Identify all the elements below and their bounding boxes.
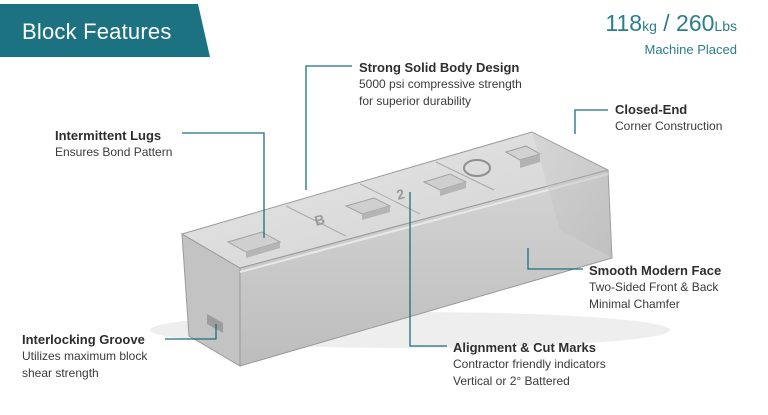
weight-kg-value: 118 — [605, 10, 643, 36]
callout-title: Intermittent Lugs — [55, 128, 162, 143]
interlocking-groove-notch — [207, 314, 223, 333]
intermittent-lug — [226, 231, 282, 258]
weight-kg-unit: kg — [642, 18, 657, 34]
callout-title: Smooth Modern Face — [589, 263, 722, 278]
callout-title: Interlocking Groove — [22, 332, 145, 347]
block-marking-b: B — [313, 211, 327, 229]
callout-title: Closed-End — [615, 102, 688, 117]
callout-description: Corner Construction — [615, 119, 723, 133]
callout-description: Two-Sided Front & Back — [589, 280, 719, 294]
callout-description: for superior durability — [359, 94, 472, 108]
weight-value: 118kg / 260Lbs — [605, 10, 737, 39]
callout-interlocking-groove: Interlocking Groove Utilizes maximum blo… — [22, 331, 147, 382]
block-chamfer-edge — [239, 173, 609, 273]
intermittent-lug — [422, 173, 468, 196]
block-marking-2: 2 — [395, 185, 407, 203]
leader-closed-end — [574, 109, 608, 134]
header-band: Block Features — [0, 4, 210, 57]
leader-interlocking-groove — [165, 324, 217, 340]
closed-end-lug — [504, 145, 542, 168]
leader-strong-solid-body — [305, 65, 352, 190]
callout-description: Utilizes maximum block — [22, 349, 148, 363]
callout-description: Ensures Bond Pattern — [55, 145, 173, 159]
header-band-shape — [0, 4, 210, 57]
callout-description: 5000 psi compressive strength — [359, 77, 522, 91]
callout-description: Minimal Chamfer — [589, 297, 680, 311]
callout-closed-end: Closed-End Corner Construction — [615, 101, 722, 135]
callout-smooth-modern-face: Smooth Modern Face Two-Sided Front & Bac… — [589, 262, 721, 313]
intermittent-lug — [344, 197, 392, 220]
callout-description: Contractor friendly indicators — [453, 357, 606, 371]
callout-leaders — [165, 65, 608, 347]
callout-title: Alignment & Cut Marks — [453, 340, 597, 355]
callout-intermittent-lugs: Intermittent Lugs Ensures Bond Pattern — [55, 127, 172, 161]
brand-logo-mark — [463, 159, 491, 177]
block-right-end — [532, 132, 612, 258]
weight-lbs-value: 260 — [676, 10, 715, 36]
weight-separator: / — [656, 10, 677, 36]
leader-smooth-modern-face — [527, 248, 583, 270]
callout-strong-solid-body: Strong Solid Body Design 5000 psi compre… — [359, 59, 522, 110]
callout-alignment-cut-marks: Alignment & Cut Marks Contractor friendl… — [453, 339, 606, 390]
callout-title: Strong Solid Body Design — [359, 60, 520, 75]
weight-spec: 118kg / 260Lbs Machine Placed — [605, 10, 737, 57]
page-title: Block Features — [22, 19, 172, 44]
leader-alignment-cut-marks — [409, 192, 447, 347]
callout-description: shear strength — [22, 366, 99, 380]
callout-description: Vertical or 2° Battered — [453, 374, 570, 388]
leader-intermittent-lugs — [182, 132, 265, 238]
weight-lbs-unit: Lbs — [714, 18, 737, 34]
weight-subtitle: Machine Placed — [644, 42, 738, 57]
